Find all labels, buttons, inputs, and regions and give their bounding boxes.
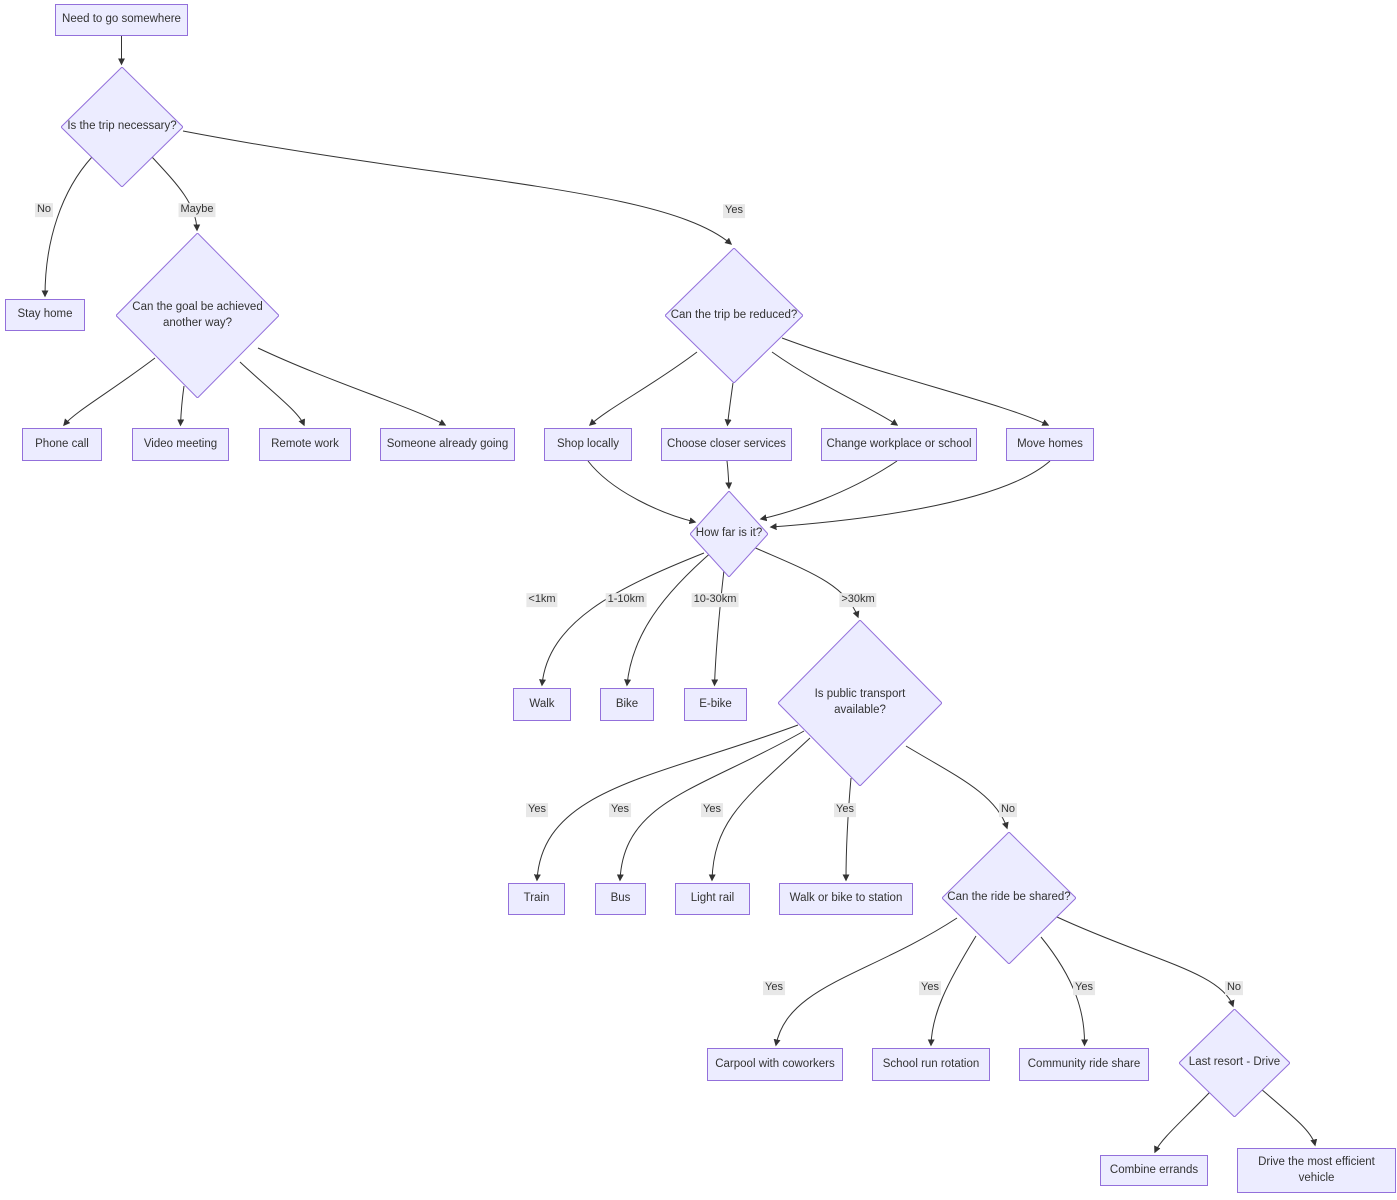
edge-label-maybe: Maybe <box>178 203 216 217</box>
diamond-shape <box>61 67 183 187</box>
edge-label-yes-community: Yes <box>1073 981 1095 995</box>
node-bus: Bus <box>595 883 646 915</box>
edge-goal-to-someone-going <box>257 347 447 426</box>
edge-ride-shared-to-community-ride <box>1040 936 1089 1047</box>
edge-goal-to-video-meeting <box>177 385 185 427</box>
node-school-run: School run rotation <box>872 1048 990 1081</box>
edge-public-transport-to-station <box>842 777 852 882</box>
node-trip-necessary: Is the trip necessary? <box>61 67 183 187</box>
edge-trip-necessary-to-goal-another-way <box>151 156 201 232</box>
edge-reduced-to-shop-locally <box>588 351 698 426</box>
edge-ride-shared-to-carpool <box>773 917 958 1047</box>
node-public-transport: Is public transport available? <box>778 620 942 786</box>
edge-change-workplace-to-how-far <box>759 460 898 522</box>
node-shop-locally: Shop locally <box>544 428 632 461</box>
edge-trip-necessary-to-stay-home <box>41 156 93 298</box>
edge-label-1-10km: 1-10km <box>605 593 647 607</box>
node-move-homes: Move homes <box>1006 428 1094 461</box>
diamond-shape <box>665 248 803 383</box>
node-light-rail: Light rail <box>675 883 750 915</box>
edge-label-no-stay-home: No <box>34 203 54 217</box>
node-need: Need to go somewhere <box>55 4 188 36</box>
edge-how-far-to-walk <box>539 552 705 687</box>
node-trip-reduced: Can the trip be reduced? <box>665 248 803 383</box>
node-carpool: Carpool with coworkers <box>707 1048 843 1081</box>
edge-how-far-to-bike <box>624 549 715 687</box>
edge-how-far-to-ebike <box>711 569 725 687</box>
node-someone-going: Someone already going <box>380 428 515 461</box>
node-train: Train <box>508 883 565 915</box>
node-efficient-vehicle: Drive the most efficient vehicle <box>1237 1148 1396 1193</box>
node-ebike: E-bike <box>684 688 747 721</box>
edge-reduced-to-change-workplace <box>771 351 899 426</box>
edge-last-resort-to-efficient-vehicle <box>1260 1088 1318 1147</box>
diamond-shape <box>1179 1009 1290 1117</box>
node-ride-shared: Can the ride be shared? <box>942 832 1076 964</box>
edge-public-transport-to-light-rail <box>708 737 811 882</box>
node-change-workplace: Change workplace or school <box>821 428 977 461</box>
node-how-far: How far is it? <box>690 491 768 577</box>
diamond-shape <box>778 620 942 786</box>
node-last-resort: Last resort - Drive <box>1179 1009 1290 1117</box>
diamond-shape <box>942 832 1076 964</box>
edge-goal-to-phone-call <box>63 357 156 427</box>
edge-label-yes-carpool: Yes <box>763 981 785 995</box>
node-bike: Bike <box>600 688 654 721</box>
edge-label-yes-light-rail: Yes <box>701 803 723 817</box>
edge-label-10-30km: 10-30km <box>691 593 739 607</box>
edge-label-lt1km: <1km <box>526 593 558 607</box>
edge-public-transport-to-bus <box>616 730 805 882</box>
edge-label-yes-bus: Yes <box>609 803 631 817</box>
node-stay-home: Stay home <box>5 299 85 331</box>
edge-ride-shared-to-school-run <box>927 935 977 1047</box>
node-walk: Walk <box>513 688 571 721</box>
node-remote-work: Remote work <box>259 428 351 461</box>
edge-public-transport-to-ride-shared <box>905 745 1009 830</box>
edge-label-yes-school-run: Yes <box>919 981 941 995</box>
edge-goal-to-remote-work <box>239 361 306 427</box>
edge-label-no-ride-shared: No <box>998 803 1018 817</box>
node-combine-errands: Combine errands <box>1100 1155 1208 1186</box>
edge-public-transport-to-train <box>533 724 799 882</box>
edge-reduced-to-move-homes <box>781 337 1050 426</box>
edge-trip-necessary-to-trip-reduced <box>182 130 733 245</box>
node-goal-another-way: Can the goal be achieved another way? <box>116 233 279 398</box>
node-phone-call: Phone call <box>22 428 102 461</box>
edge-label-yes-train: Yes <box>526 803 548 817</box>
edge-label-yes-trip-reduced: Yes <box>723 204 745 218</box>
node-community-ride: Community ride share <box>1019 1048 1149 1081</box>
edge-shop-locally-to-how-far <box>587 460 697 525</box>
edge-last-resort-to-combine-errands <box>1154 1091 1211 1154</box>
edge-move-homes-to-how-far <box>769 460 1051 531</box>
node-video-meeting: Video meeting <box>132 428 229 461</box>
edge-label-no-last-resort: No <box>1224 981 1244 995</box>
edge-label-yes-station: Yes <box>834 803 856 817</box>
edge-closer-services-to-how-far <box>725 460 733 490</box>
node-closer-services: Choose closer services <box>661 428 792 461</box>
diamond-shape <box>116 233 279 398</box>
node-walk-bike-station: Walk or bike to station <box>779 883 913 915</box>
edge-label-gt30km: >30km <box>839 593 877 607</box>
diamond-shape <box>690 491 768 577</box>
edge-reduced-to-closer-services <box>724 382 734 427</box>
